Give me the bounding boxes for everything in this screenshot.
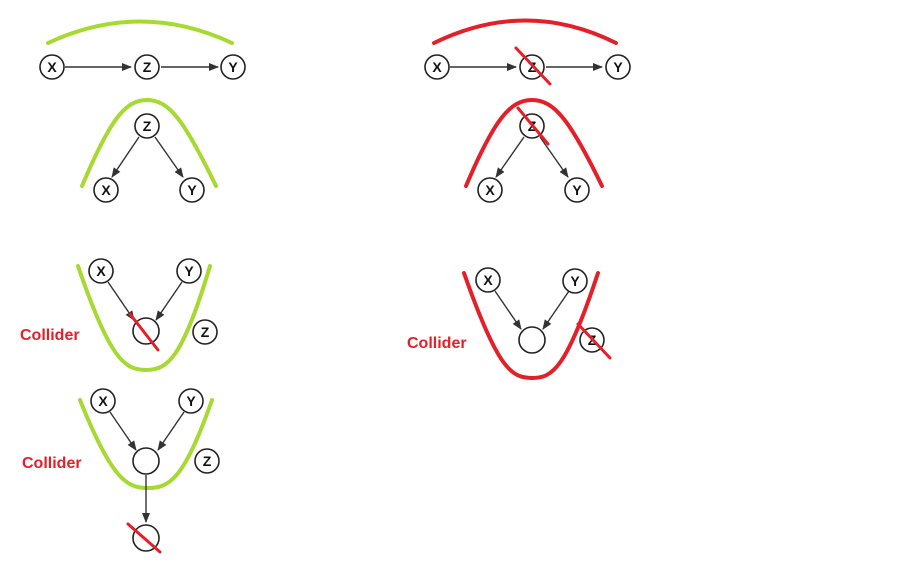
blocked-path-arc (464, 97, 604, 188)
edge-z-to-y (539, 136, 569, 178)
node-y: Y (179, 177, 205, 203)
node-y: Y (564, 177, 590, 203)
node-z: Z (192, 319, 218, 345)
panel-collider-descendant-open: X Y Z Collider (22, 388, 220, 554)
node-z-label: Z (143, 59, 152, 75)
panel-collider-blocked: X Y Z Collider (407, 267, 612, 381)
edge-z-to-y (154, 136, 184, 178)
edge-y-to-collider (542, 290, 570, 330)
node-x-label: X (101, 182, 111, 198)
node-y: Y (178, 388, 204, 414)
collider-label: Collider (407, 335, 467, 352)
node-x: X (39, 54, 65, 80)
node-y-label: Y (572, 182, 582, 198)
node-y-label: Y (228, 59, 238, 75)
node-x: X (424, 54, 450, 80)
blocked-path-arc (462, 271, 600, 381)
node-y-label: Y (186, 393, 196, 409)
node-z-label: Z (143, 118, 152, 134)
node-x: X (475, 267, 501, 293)
open-path-arc (46, 19, 234, 45)
panel-collider-conditioned-open: X Y Z Collider (20, 258, 218, 373)
node-y: Y (220, 54, 246, 80)
panel-fork-open: Z X Y (80, 97, 218, 203)
panel-chain-blocked: X Z Y (424, 18, 631, 86)
edge-y-to-collider (155, 281, 183, 321)
node-z: Z (134, 54, 160, 80)
conditioned-strike-mark (516, 106, 550, 146)
collider-label: Collider (20, 327, 80, 344)
edge-x-to-collider (494, 290, 522, 330)
node-y-label: Y (613, 59, 623, 75)
node-x-label: X (98, 393, 108, 409)
blocked-path-arc (432, 18, 618, 45)
node-x-label: X (485, 182, 495, 198)
open-path-arc (80, 97, 218, 188)
node-x-label: X (432, 59, 442, 75)
conditioned-strike-mark (576, 322, 612, 360)
edge-z-to-x (495, 136, 525, 178)
edge-x-to-collider (109, 411, 137, 451)
panel-chain-open: X Z Y (39, 19, 246, 80)
node-z: Z (134, 113, 160, 139)
node-y: Y (562, 268, 588, 294)
node-x: X (477, 177, 503, 203)
conditioned-strike-mark (126, 522, 162, 554)
edge-z-to-x (111, 136, 140, 178)
panel-fork-blocked: Z X Y (464, 97, 604, 203)
collider-node (518, 326, 546, 354)
collider-label: Collider (22, 455, 82, 472)
conditioned-strike-mark (128, 312, 160, 352)
node-y: Y (176, 258, 202, 284)
open-path-arc (78, 398, 214, 491)
node-z-label: Z (201, 324, 210, 340)
node-y-label: Y (184, 263, 194, 279)
conditioned-strike-mark (514, 46, 552, 86)
open-path-arc (76, 264, 212, 373)
edge-y-to-collider (157, 411, 185, 451)
node-z-label: Z (203, 453, 212, 469)
node-y-label: Y (187, 182, 197, 198)
node-x-label: X (483, 272, 493, 288)
node-x-label: X (47, 59, 57, 75)
node-x-label: X (96, 263, 106, 279)
node-z: Z (194, 448, 220, 474)
node-x: X (93, 177, 119, 203)
node-x: X (88, 258, 114, 284)
collider-node (132, 447, 160, 475)
node-y: Y (605, 54, 631, 80)
node-y-label: Y (570, 273, 580, 289)
node-x: X (90, 388, 116, 414)
